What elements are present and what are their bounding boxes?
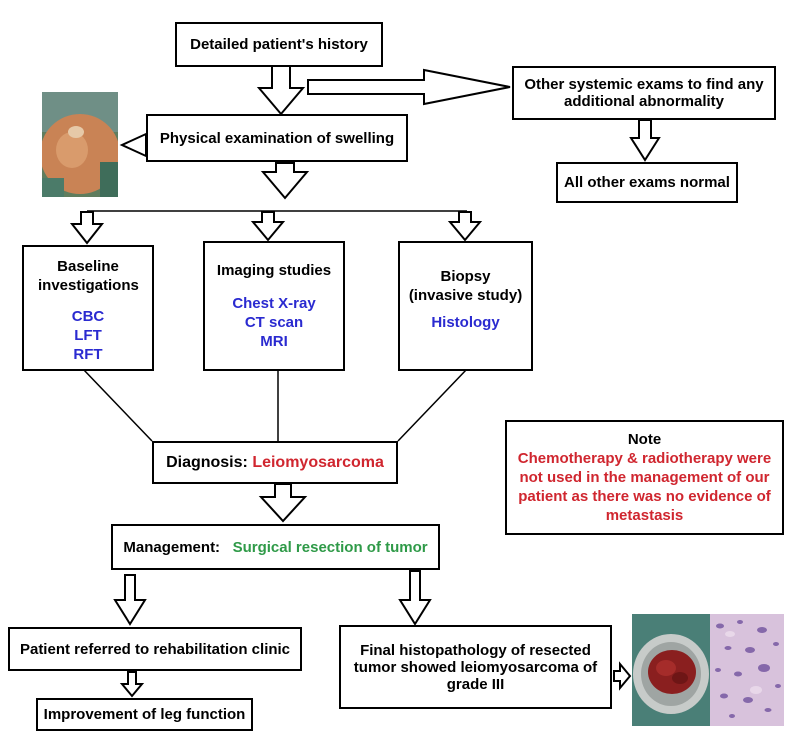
histopathology-box: Final histopathology of resected tumor s… — [339, 625, 612, 709]
management-label: Management: — [123, 538, 221, 556]
biopsy-title: Biopsy — [440, 268, 491, 285]
arrow-down-icon — [69, 211, 105, 245]
arrow-down-icon — [447, 211, 483, 242]
imaging-item: Chest X-ray — [232, 295, 316, 312]
note-box: Note Chemotherapy & radiotherapy were no… — [505, 420, 784, 535]
management-box: Management: Surgical resection of tumor — [111, 524, 440, 570]
physical-exam-box: Physical examination of swelling — [146, 114, 408, 162]
note-body: Chemotherapy & radiotherapy were not use… — [517, 450, 772, 524]
connector-line — [397, 368, 468, 442]
connector-line — [82, 368, 153, 442]
patient-history-box: Detailed patient's history — [175, 22, 383, 67]
baseline-investigations-box: Baseline investigations CBC LFT RFT — [22, 245, 154, 371]
arrow-down-icon — [256, 65, 306, 116]
arrow-down-icon — [258, 483, 308, 523]
arrow-down-icon — [119, 671, 145, 698]
baseline-title: Baseline investigations — [38, 258, 139, 294]
note-title: Note — [627, 431, 662, 448]
arrow-down-icon — [398, 570, 432, 626]
imaging-item: CT scan — [244, 314, 304, 331]
diagnosis-value: Leiomyosarcoma — [252, 453, 384, 471]
arrow-left-icon — [119, 132, 147, 158]
swelling-photo — [42, 92, 118, 197]
resected-tumor-photo — [632, 614, 710, 726]
patient-history-label: Detailed patient's history — [190, 36, 368, 53]
biopsy-subtitle: (invasive study) — [408, 287, 523, 304]
baseline-item: LFT — [74, 327, 102, 344]
leg-improvement-label: Improvement of leg function — [43, 706, 246, 723]
systemic-exams-label: Other systemic exams to find any additio… — [524, 76, 764, 110]
diagnosis-label: Diagnosis: — [166, 453, 248, 471]
baseline-item: RFT — [73, 346, 103, 363]
imaging-item: MRI — [260, 333, 288, 350]
arrow-down-icon — [113, 574, 147, 626]
biopsy-item: Histology — [431, 314, 500, 331]
arrow-down-icon — [260, 162, 310, 200]
management-value: Surgical resection of tumor — [232, 538, 428, 556]
arrow-right-icon — [613, 661, 632, 691]
imaging-studies-box: Imaging studies Chest X-ray CT scan MRI — [203, 241, 345, 371]
physical-exam-label: Physical examination of swelling — [159, 129, 395, 147]
diagnosis-box: Diagnosis: Leiomyosarcoma — [152, 441, 398, 484]
normal-exams-box: All other exams normal — [556, 162, 738, 203]
normal-exams-label: All other exams normal — [564, 174, 730, 191]
rehab-referral-label: Patient referred to rehabilitation clini… — [19, 640, 291, 658]
imaging-title: Imaging studies — [216, 262, 332, 279]
systemic-exams-box: Other systemic exams to find any additio… — [512, 66, 776, 120]
leg-improvement-box: Improvement of leg function — [36, 698, 253, 731]
histology-micrograph — [710, 614, 784, 726]
histopathology-label: Final histopathology of resected tumor s… — [353, 641, 598, 693]
baseline-item: CBC — [71, 308, 105, 325]
arrow-right-icon — [307, 68, 511, 106]
arrow-down-icon — [629, 119, 661, 162]
arrow-down-icon — [250, 211, 286, 242]
rehab-referral-box: Patient referred to rehabilitation clini… — [8, 627, 302, 671]
biopsy-box: Biopsy (invasive study) Histology — [398, 241, 533, 371]
